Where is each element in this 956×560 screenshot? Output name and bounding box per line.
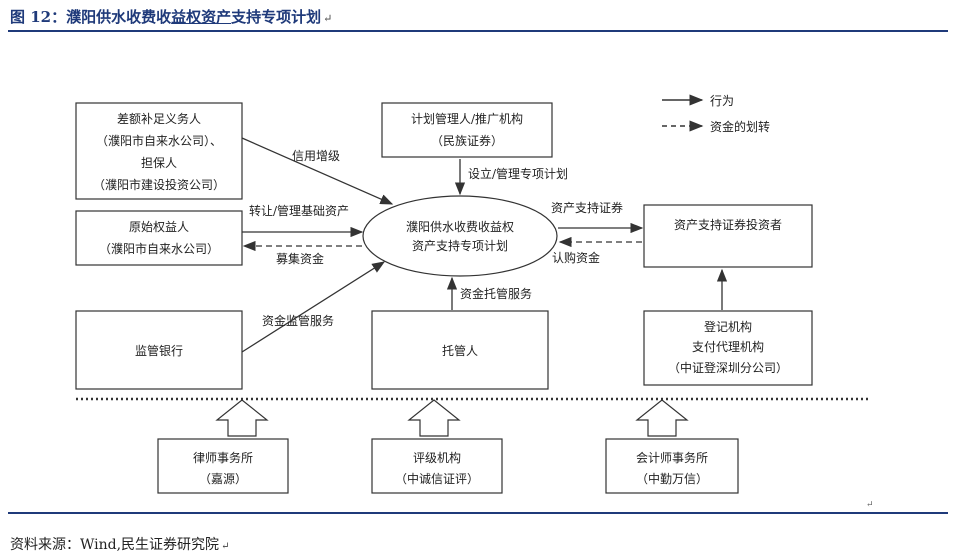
rating-agency-box: 评级机构 （中诚信证评） (371, 438, 503, 494)
obligor-line-3: 担保人 (141, 156, 177, 170)
paragraph-mark: ↵ (323, 12, 333, 25)
arrow-fund-supervision (241, 261, 386, 353)
obligor-line-2: （濮阳市自来水公司）、 (96, 133, 222, 148)
investors-box: 资产支持证券投资者 (643, 204, 813, 268)
originator-box: 原始权益人 （濮阳市自来水公司） (75, 210, 243, 266)
plan-line-1: 濮阳供水收费收益权 (406, 219, 514, 234)
source-paragraph-mark: ↵ (221, 541, 230, 552)
registrar-box: 登记机构 支付代理机构 （中证登深圳分公司） (643, 310, 813, 386)
arrow-credit-enhancement (241, 137, 394, 205)
top-rule (8, 30, 948, 32)
figure-title: 图 12：濮阳供水收费收益权资产支持专项计划↵ (10, 6, 332, 27)
label-setup-plan: 设立/管理专项计划 (468, 166, 568, 181)
figure-title-highlight: 益权资产 (171, 8, 232, 26)
source-text: 资料来源：Wind,民生证券研究院 (10, 537, 220, 553)
label-credit-enhancement: 信用增级 (292, 149, 340, 163)
label-subscription: 认购资金 (552, 250, 600, 265)
label-asset-transfer: 转让/管理基础资产 (249, 203, 349, 218)
rating-line-2: （中诚信证评） (395, 471, 479, 486)
accounting-firm-box: 会计师事务所 （中勤万信） (605, 438, 739, 494)
law-line-2: （嘉源） (199, 472, 247, 486)
originator-line-1: 原始权益人 (129, 220, 189, 234)
law-line-1: 律师事务所 (193, 450, 253, 465)
registrar-line-1: 登记机构 (704, 319, 752, 334)
registrar-line-2: 支付代理机构 (692, 339, 764, 354)
manager-line-2: （民族证券） (431, 133, 503, 148)
paragraph-mark-diagram: ↵ (866, 500, 874, 510)
legend: 行为 资金的划转 (662, 94, 770, 134)
law-firm-box: 律师事务所 （嘉源） (157, 438, 289, 494)
figure-title-suffix: 支持专项计划 (231, 8, 322, 26)
rating-line-1: 评级机构 (413, 450, 461, 465)
bottom-rule (8, 512, 948, 514)
plan-manager-box: 计划管理人/推广机构 （民族证券） (381, 102, 553, 158)
plan-line-2: 资产支持专项计划 (412, 238, 508, 253)
figure-title-prefix: 图 12：濮阳供水收费收 (10, 8, 172, 26)
accounting-line-1: 会计师事务所 (636, 450, 708, 465)
obligor-guarantor-box: 差额补足义务人 （濮阳市自来水公司）、 担保人 （濮阳市建设投资公司） (75, 102, 243, 200)
investors-label: 资产支持证券投资者 (674, 217, 782, 232)
obligor-line-1: 差额补足义务人 (117, 111, 201, 126)
custodian-label: 托管人 (442, 343, 478, 358)
supervisory-bank-box: 监管银行 (75, 310, 243, 390)
label-raised-funds: 募集资金 (276, 251, 324, 266)
hollow-arrow-rating (407, 399, 461, 437)
manager-line-1: 计划管理人/推广机构 (411, 111, 523, 126)
originator-line-2: （濮阳市自来水公司） (99, 241, 219, 256)
registrar-line-3: （中证登深圳分公司） (668, 360, 788, 375)
custodian-box: 托管人 (371, 310, 549, 390)
special-plan-ellipse: 濮阳供水收费收益权 资产支持专项计划 (362, 195, 558, 277)
accounting-line-2: （中勤万信） (636, 471, 708, 486)
label-custody-service: 资金托管服务 (460, 286, 532, 301)
hollow-arrow-accounting (635, 399, 689, 437)
legend-funds-label: 资金的划转 (710, 119, 770, 134)
bank-label: 监管银行 (135, 343, 183, 358)
label-fund-supervision: 资金监管服务 (262, 313, 334, 328)
source-note: 资料来源：Wind,民生证券研究院↵ (10, 534, 229, 554)
obligor-line-4: （濮阳市建设投资公司） (93, 177, 225, 192)
hollow-arrow-law (215, 399, 269, 437)
legend-action-label: 行为 (710, 94, 734, 108)
label-securities: 资产支持证券 (551, 200, 623, 215)
